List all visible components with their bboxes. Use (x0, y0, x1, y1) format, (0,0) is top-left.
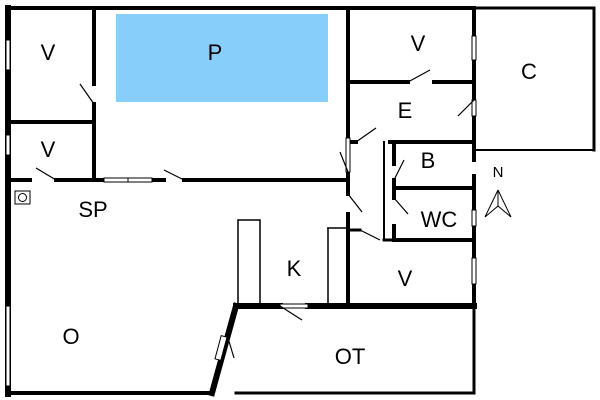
door-v-top-left (79, 83, 95, 105)
window-right-2 (471, 99, 477, 117)
fireplace-icon (14, 190, 31, 205)
window-left-3 (5, 305, 11, 387)
window-right-3 (471, 209, 477, 227)
door-e (457, 99, 475, 117)
door-sp-left (35, 167, 57, 181)
walls (5, 5, 596, 397)
label-entrance: E (398, 98, 413, 123)
north-arrow-icon (484, 189, 512, 218)
label-dining-living: SP (78, 197, 107, 222)
label-toilet: WC (421, 207, 458, 232)
kitchen-counter-left (237, 219, 261, 307)
door-opening-slant (214, 335, 228, 361)
label-terrace: OT (335, 344, 366, 369)
window-left-1 (5, 39, 11, 71)
compass-north-label: N (493, 164, 504, 181)
label-bedroom-bottom-right: V (398, 266, 413, 291)
label-living: O (62, 324, 79, 349)
label-bathroom: B (421, 148, 436, 173)
label-kitchen: K (287, 256, 302, 281)
door-living-slant (227, 337, 235, 359)
pool (116, 14, 328, 102)
door-sp-mid (163, 169, 185, 181)
doors (35, 69, 475, 359)
window-right-4 (471, 257, 477, 285)
door-b (393, 159, 405, 181)
door-v-top-right (407, 69, 431, 83)
door-wc (393, 197, 409, 215)
label-carport: C (521, 59, 537, 84)
door-terrace (279, 305, 303, 321)
windows (5, 35, 477, 387)
door-hall-3 (347, 193, 363, 213)
label-bedroom-top-left: V (41, 40, 56, 65)
window-right-1 (471, 35, 477, 61)
label-bedroom-mid-left: V (41, 137, 56, 162)
label-bedroom-top-right: V (411, 31, 426, 56)
window-terrace (279, 303, 309, 309)
door-hall-2 (339, 151, 349, 173)
door-hall (355, 127, 377, 143)
door-v-br (359, 229, 381, 241)
window-left-2 (5, 134, 11, 156)
label-pool: P (208, 40, 223, 65)
